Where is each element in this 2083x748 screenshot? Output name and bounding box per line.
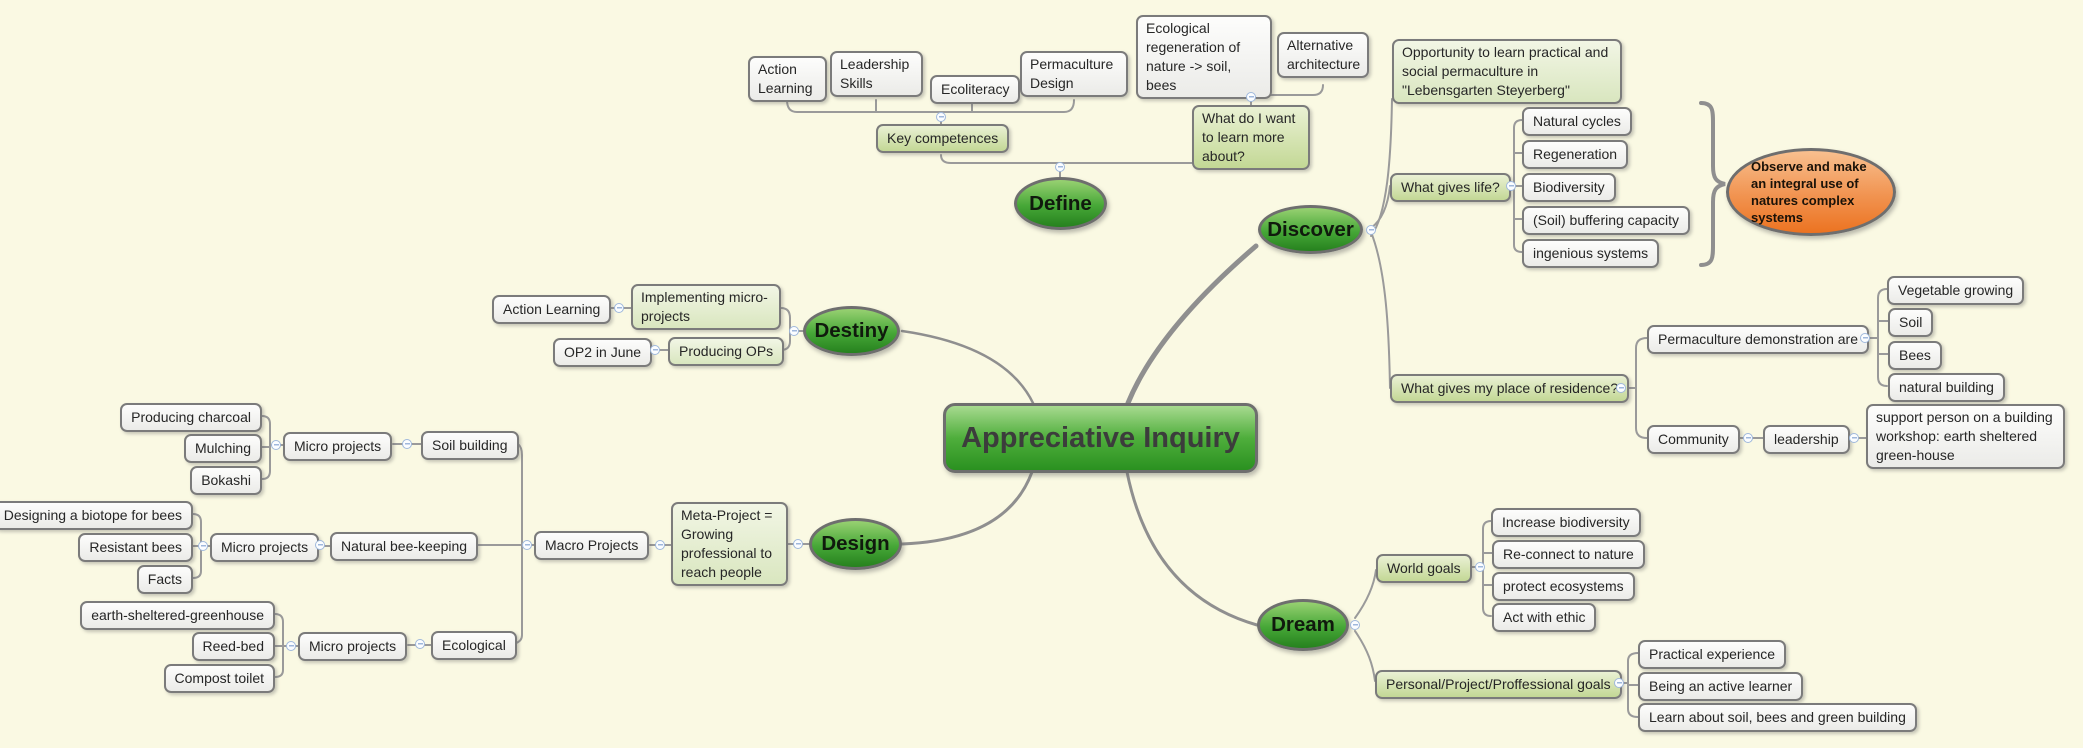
- ellipse-design[interactable]: Design: [809, 518, 902, 570]
- collapse-icon[interactable]: [936, 112, 946, 122]
- node-ecoliteracy[interactable]: Ecoliteracy: [930, 75, 1021, 104]
- node-implementing-micro-projects[interactable]: Implementing micro-projects: [631, 284, 781, 330]
- collapse-icon[interactable]: [650, 345, 660, 355]
- collapse-icon[interactable]: [1743, 433, 1753, 443]
- node-greenhouse[interactable]: earth-sheltered-greenhouse: [80, 601, 275, 630]
- node-micro-projects-bees[interactable]: Micro projects: [210, 533, 320, 562]
- node-biodiversity[interactable]: Biodiversity: [1522, 173, 1616, 202]
- ellipse-define[interactable]: Define: [1014, 177, 1107, 230]
- node-key-competences[interactable]: Key competences: [876, 124, 1010, 153]
- node-micro-projects-soil[interactable]: Micro projects: [283, 432, 393, 461]
- node-reed-bed[interactable]: Reed-bed: [191, 632, 275, 661]
- node-reconnect[interactable]: Re-connect to nature: [1492, 540, 1645, 569]
- node-vegetable-growing[interactable]: Vegetable growing: [1887, 276, 2025, 305]
- collapse-icon[interactable]: [1614, 678, 1624, 688]
- collapse-icon[interactable]: [286, 641, 296, 651]
- ellipse-destiny[interactable]: Destiny: [803, 306, 900, 356]
- node-producing-ops[interactable]: Producing OPs: [668, 337, 785, 366]
- node-leadership-skills[interactable]: Leadership Skills: [830, 51, 923, 97]
- collapse-icon[interactable]: [1849, 433, 1859, 443]
- node-soil-building[interactable]: Soil building: [421, 431, 519, 460]
- summary-ellipse[interactable]: Observe and make an integral use of natu…: [1726, 148, 1896, 236]
- collapse-icon[interactable]: [415, 639, 425, 649]
- node-facts[interactable]: Facts: [136, 565, 193, 594]
- node-alternative-architecture[interactable]: Alternative architecture: [1277, 32, 1369, 78]
- collapse-icon[interactable]: [522, 540, 532, 550]
- node-op2[interactable]: OP2 in June: [553, 338, 653, 367]
- node-opportunity[interactable]: Opportunity to learn practical and socia…: [1392, 39, 1622, 104]
- collapse-icon[interactable]: [1506, 181, 1516, 191]
- collapse-icon[interactable]: [1616, 383, 1626, 393]
- collapse-icon[interactable]: [1055, 162, 1065, 172]
- node-regeneration[interactable]: Regeneration: [1522, 140, 1629, 169]
- node-active-learner[interactable]: Being an active learner: [1638, 672, 1804, 701]
- node-personal-goals[interactable]: Personal/Project/Proffessional goals: [1375, 670, 1622, 699]
- collapse-icon[interactable]: [315, 540, 325, 550]
- node-eco-regeneration[interactable]: Ecological regeneration of nature -> soi…: [1136, 15, 1272, 99]
- node-leadership[interactable]: leadership: [1763, 425, 1850, 454]
- node-bokashi[interactable]: Bokashi: [190, 466, 262, 495]
- node-act-ethic[interactable]: Act with ethic: [1492, 603, 1597, 632]
- branch-design-curve: [900, 470, 1034, 546]
- node-protect-ecosystems[interactable]: protect ecosystems: [1492, 572, 1635, 601]
- node-residence[interactable]: What gives my place of residence?: [1390, 374, 1630, 403]
- branch-destiny-curve: [900, 329, 1035, 405]
- collapse-icon[interactable]: [614, 303, 624, 313]
- collapse-icon[interactable]: [1350, 620, 1360, 630]
- branch-dream-curve: [1125, 470, 1259, 627]
- node-what-gives-life[interactable]: What gives life?: [1390, 173, 1511, 202]
- node-mulching[interactable]: Mulching: [183, 434, 262, 463]
- collapse-icon[interactable]: [793, 539, 803, 549]
- collapse-icon[interactable]: [1366, 225, 1376, 235]
- node-biotope[interactable]: Designing a biotope for bees: [0, 501, 193, 530]
- node-permaculture-demo[interactable]: Permaculture demonstration are: [1647, 325, 1869, 354]
- node-community[interactable]: Community: [1647, 425, 1740, 454]
- node-world-goals[interactable]: World goals: [1376, 554, 1472, 583]
- central-topic[interactable]: Appreciative Inquiry: [943, 403, 1258, 473]
- node-action-learning[interactable]: Action Learning: [492, 295, 612, 324]
- collapse-icon[interactable]: [402, 439, 412, 449]
- node-soil[interactable]: Soil: [1888, 308, 1934, 337]
- collapse-icon[interactable]: [789, 326, 799, 336]
- node-bee-keeping[interactable]: Natural bee-keeping: [330, 532, 479, 561]
- node-natural-building[interactable]: natural building: [1888, 373, 2005, 402]
- collapse-icon[interactable]: [271, 440, 281, 450]
- node-permaculture-design[interactable]: Permaculture Design: [1020, 51, 1128, 97]
- branch-discover-curve: [1125, 243, 1259, 406]
- node-compost-toilet[interactable]: Compost toilet: [163, 664, 275, 693]
- node-practical-experience[interactable]: Practical experience: [1638, 640, 1787, 669]
- collapse-icon[interactable]: [1475, 562, 1485, 572]
- node-resistant-bees[interactable]: Resistant bees: [78, 533, 193, 562]
- node-support-person[interactable]: support person on a building workshop: e…: [1866, 404, 2065, 469]
- collapse-icon[interactable]: [655, 540, 665, 550]
- collapse-icon[interactable]: [198, 541, 208, 551]
- ellipse-dream[interactable]: Dream: [1257, 599, 1349, 651]
- node-natural-cycles[interactable]: Natural cycles: [1522, 107, 1632, 136]
- node-micro-projects-eco[interactable]: Micro projects: [298, 632, 408, 661]
- node-action-learning-top[interactable]: Action Learning: [748, 56, 827, 102]
- node-meta-project[interactable]: Meta-Project = Growing professional to r…: [671, 502, 788, 586]
- node-bees[interactable]: Bees: [1888, 341, 1942, 370]
- collapse-icon[interactable]: [1860, 333, 1870, 343]
- node-ingenious-systems[interactable]: ingenious systems: [1522, 239, 1660, 268]
- ellipse-discover[interactable]: Discover: [1258, 205, 1363, 254]
- node-macro-projects[interactable]: Macro Projects: [534, 531, 650, 560]
- node-learn-more[interactable]: What do I want to learn more about?: [1192, 105, 1310, 170]
- node-learn-soil[interactable]: Learn about soil, bees and green buildin…: [1638, 703, 1917, 732]
- node-increase-biodiversity[interactable]: Increase biodiversity: [1491, 508, 1641, 537]
- node-producing-charcoal[interactable]: Producing charcoal: [120, 403, 262, 432]
- summary-brace: [1699, 101, 1726, 267]
- node-ecological[interactable]: Ecological: [431, 631, 517, 660]
- collapse-icon[interactable]: [1246, 92, 1256, 102]
- node-soil-buffering[interactable]: (Soil) buffering capacity: [1522, 206, 1691, 235]
